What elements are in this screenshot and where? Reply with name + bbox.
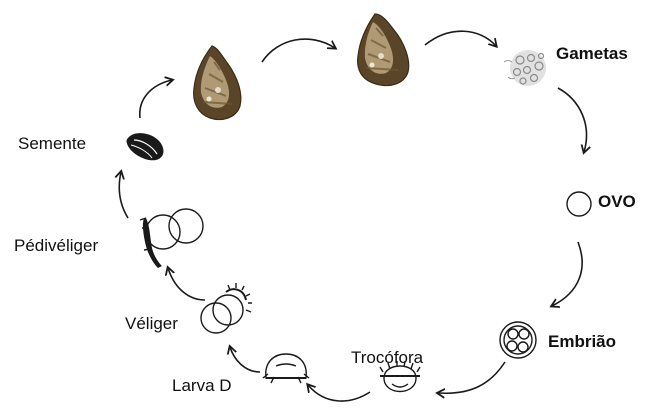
egg-icon (567, 192, 591, 216)
label-gametas: Gametas (556, 45, 628, 62)
veliger-icon (201, 283, 252, 333)
seed-icon (127, 133, 164, 160)
label-ovo: OVO (598, 193, 636, 210)
arrow-oyster-to-gametas (425, 31, 496, 46)
oyster-illustration (194, 46, 241, 120)
label-embriao: Embrião (548, 333, 616, 350)
label-larva-d: Larva D (172, 377, 232, 394)
arrow-oyster-to-oyster (262, 39, 335, 62)
label-trocofora: Trocófora (351, 349, 423, 366)
arrow-veliger-to-pediveliger (168, 268, 205, 300)
arrow-embriao-to-trocofora (438, 362, 505, 393)
arrow-gametas-to-ovo (558, 88, 586, 152)
arrow-semente-to-oyster (140, 80, 172, 118)
arrow-ovo-to-embriao (552, 242, 582, 306)
arrow-larvad-to-veliger (230, 347, 260, 372)
gametes-icon (504, 50, 546, 86)
embryo-icon (500, 322, 536, 358)
pediveliger-icon (140, 209, 203, 268)
label-semente: Semente (18, 135, 86, 152)
arrow-pediveliger-to-semente (119, 172, 128, 218)
larva-d-icon (263, 354, 309, 383)
oyster-illustration (358, 14, 409, 86)
label-pediveliger: Pédivéliger (14, 237, 98, 254)
arrow-trocofora-to-larvad (308, 385, 370, 401)
label-veliger: Véliger (125, 315, 178, 332)
